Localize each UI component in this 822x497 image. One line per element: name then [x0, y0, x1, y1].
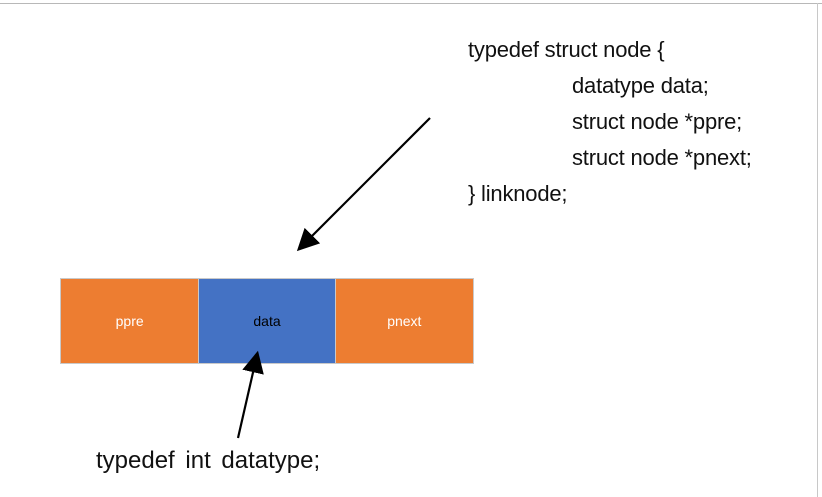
struct-line-1: typedef struct node {: [468, 37, 665, 62]
top-border: [0, 3, 822, 4]
pnext-cell: pnext: [335, 279, 473, 363]
data-cell: data: [198, 279, 336, 363]
struct-to-node-arrow: [296, 117, 431, 252]
struct-line-3: struct node *ppre;: [572, 109, 743, 134]
right-border: [817, 3, 818, 497]
ppre-cell: ppre: [61, 279, 199, 363]
linknode-box: ppre data pnext: [60, 278, 474, 364]
struct-line-5: } linknode;: [468, 181, 568, 206]
struct-definition: typedef struct node { datatype data; str…: [468, 32, 752, 212]
datatype-to-data-arrow: [236, 350, 264, 439]
struct-line-4: struct node *pnext;: [572, 145, 752, 170]
struct-line-2: datatype data;: [572, 73, 709, 98]
datatype-definition: typedef int datatype;: [96, 447, 321, 474]
